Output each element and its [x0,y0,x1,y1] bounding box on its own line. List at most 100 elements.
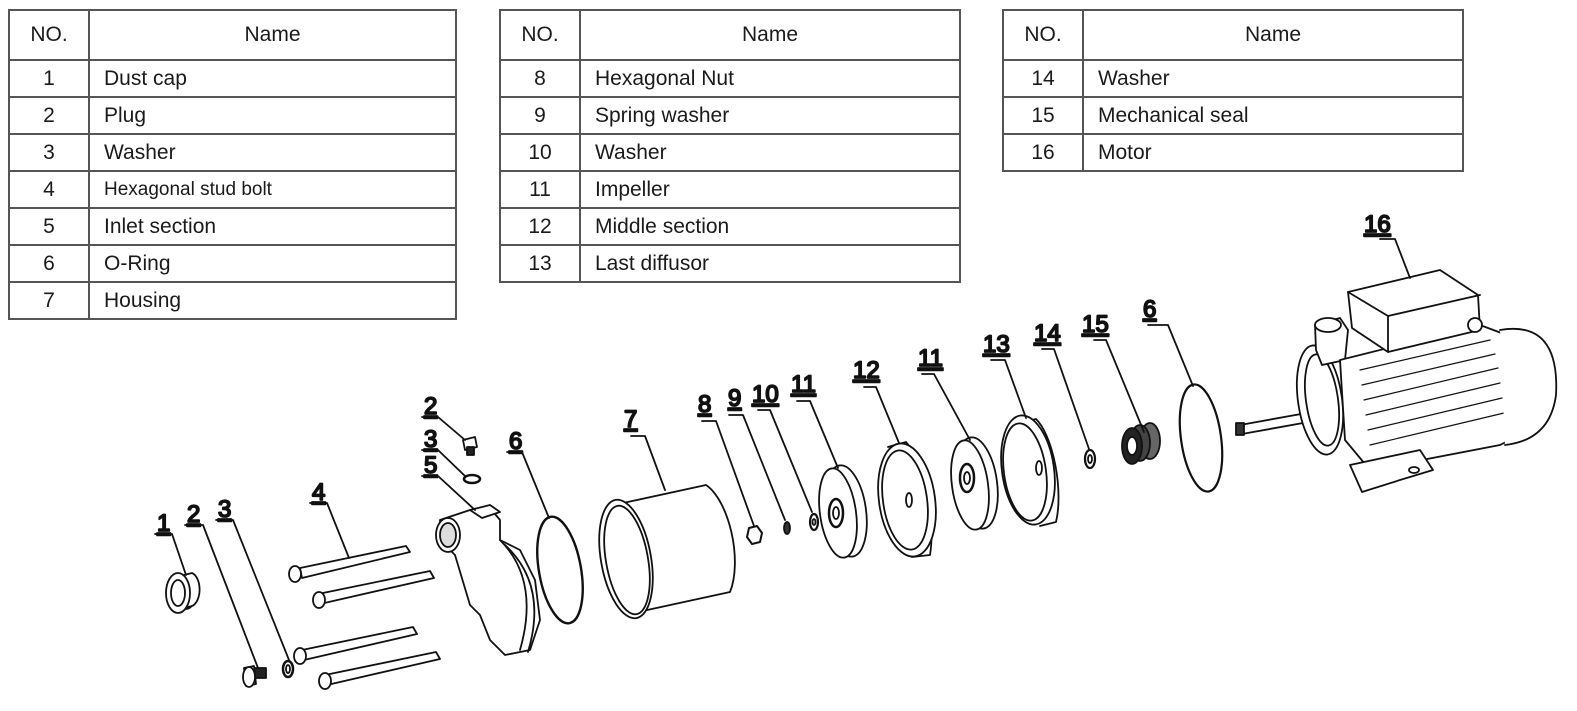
part-name: Washer [88,133,457,172]
washer-front-part [281,659,295,679]
mechanical-seal-part [1121,422,1161,465]
part-number: 4 [8,170,90,209]
callout-6-front: 6 [509,428,522,455]
plug-top-part [462,436,478,456]
header-no: NO. [8,9,90,61]
oring-front-part [536,515,584,625]
callout-14: 14 [1034,320,1061,347]
stud-bolts-part [288,545,441,690]
part-name: Washer [579,133,961,172]
part-number: 8 [499,59,581,98]
last-diffusor-part [1000,414,1060,527]
motor-part [1235,269,1558,493]
part-name: Spring washer [579,96,961,135]
table-header-row: NO. Name [1002,9,1464,61]
part-name: Motor [1082,133,1464,172]
callout-7: 7 [624,406,637,433]
part-name: Impeller [579,170,961,209]
part-name: Washer [1082,59,1464,98]
impeller-2-part [950,436,999,531]
washer-14-part [1083,448,1097,470]
part-number: 1 [8,59,90,98]
part-number: 16 [1002,133,1084,172]
callout-2-front: 2 [187,501,200,528]
callout-3-front: 3 [218,496,231,523]
header-name: Name [579,9,961,61]
table-header-row: NO. Name [8,9,457,61]
spring-washer-part [783,521,791,535]
part-number: 5 [8,207,90,246]
part-number: 10 [499,133,581,172]
part-name: Hexagonal Nut [579,59,961,98]
hex-nut-part [746,525,763,545]
callout-5: 5 [424,452,437,479]
part-number: 3 [8,133,90,172]
housing-part [598,484,736,620]
callout-3-top: 3 [424,426,437,453]
callout-9: 9 [728,385,741,412]
callout-16: 16 [1364,211,1391,238]
callout-8: 8 [698,391,711,418]
part-number: 13 [499,244,581,283]
part-name: Housing [88,281,457,320]
table-header-row: NO. Name [499,9,961,61]
callout-6-rear: 6 [1143,296,1156,323]
callout-10: 10 [752,381,779,408]
header-name: Name [1082,9,1464,61]
impeller-1-part [818,464,868,559]
callout-1: 1 [157,510,170,537]
part-name: Middle section [579,207,961,246]
dust-cap-part [165,572,201,614]
callout-2-top: 2 [424,393,437,420]
part-name: Mechanical seal [1082,96,1464,135]
part-number: 11 [499,170,581,209]
plug-front-part [242,665,267,688]
callout-4: 4 [312,479,325,506]
part-number: 15 [1002,96,1084,135]
oring-rear-part [1178,383,1224,493]
header-name: Name [88,9,457,61]
callout-13: 13 [983,331,1010,358]
callout-15: 15 [1082,311,1109,338]
part-name: Last diffusor [579,244,961,283]
part-name: Dust cap [88,59,457,98]
part-number: 6 [8,244,90,283]
washer-10-part [808,512,820,532]
header-no: NO. [1002,9,1084,61]
washer-top-part [462,473,482,485]
callout-11-second: 11 [918,345,943,372]
inlet-section-part [435,504,541,656]
callout-12: 12 [853,357,880,384]
header-no: NO. [499,9,581,61]
part-name: O-Ring [88,244,457,283]
part-name: Hexagonal stud bolt [88,170,457,209]
part-number: 9 [499,96,581,135]
part-number: 7 [8,281,90,320]
part-number: 2 [8,96,90,135]
part-number: 12 [499,207,581,246]
middle-section-part [877,441,937,558]
part-name: Inlet section [88,207,457,246]
part-name: Plug [88,96,457,135]
part-number: 14 [1002,59,1084,98]
callout-11-first: 11 [791,371,816,398]
